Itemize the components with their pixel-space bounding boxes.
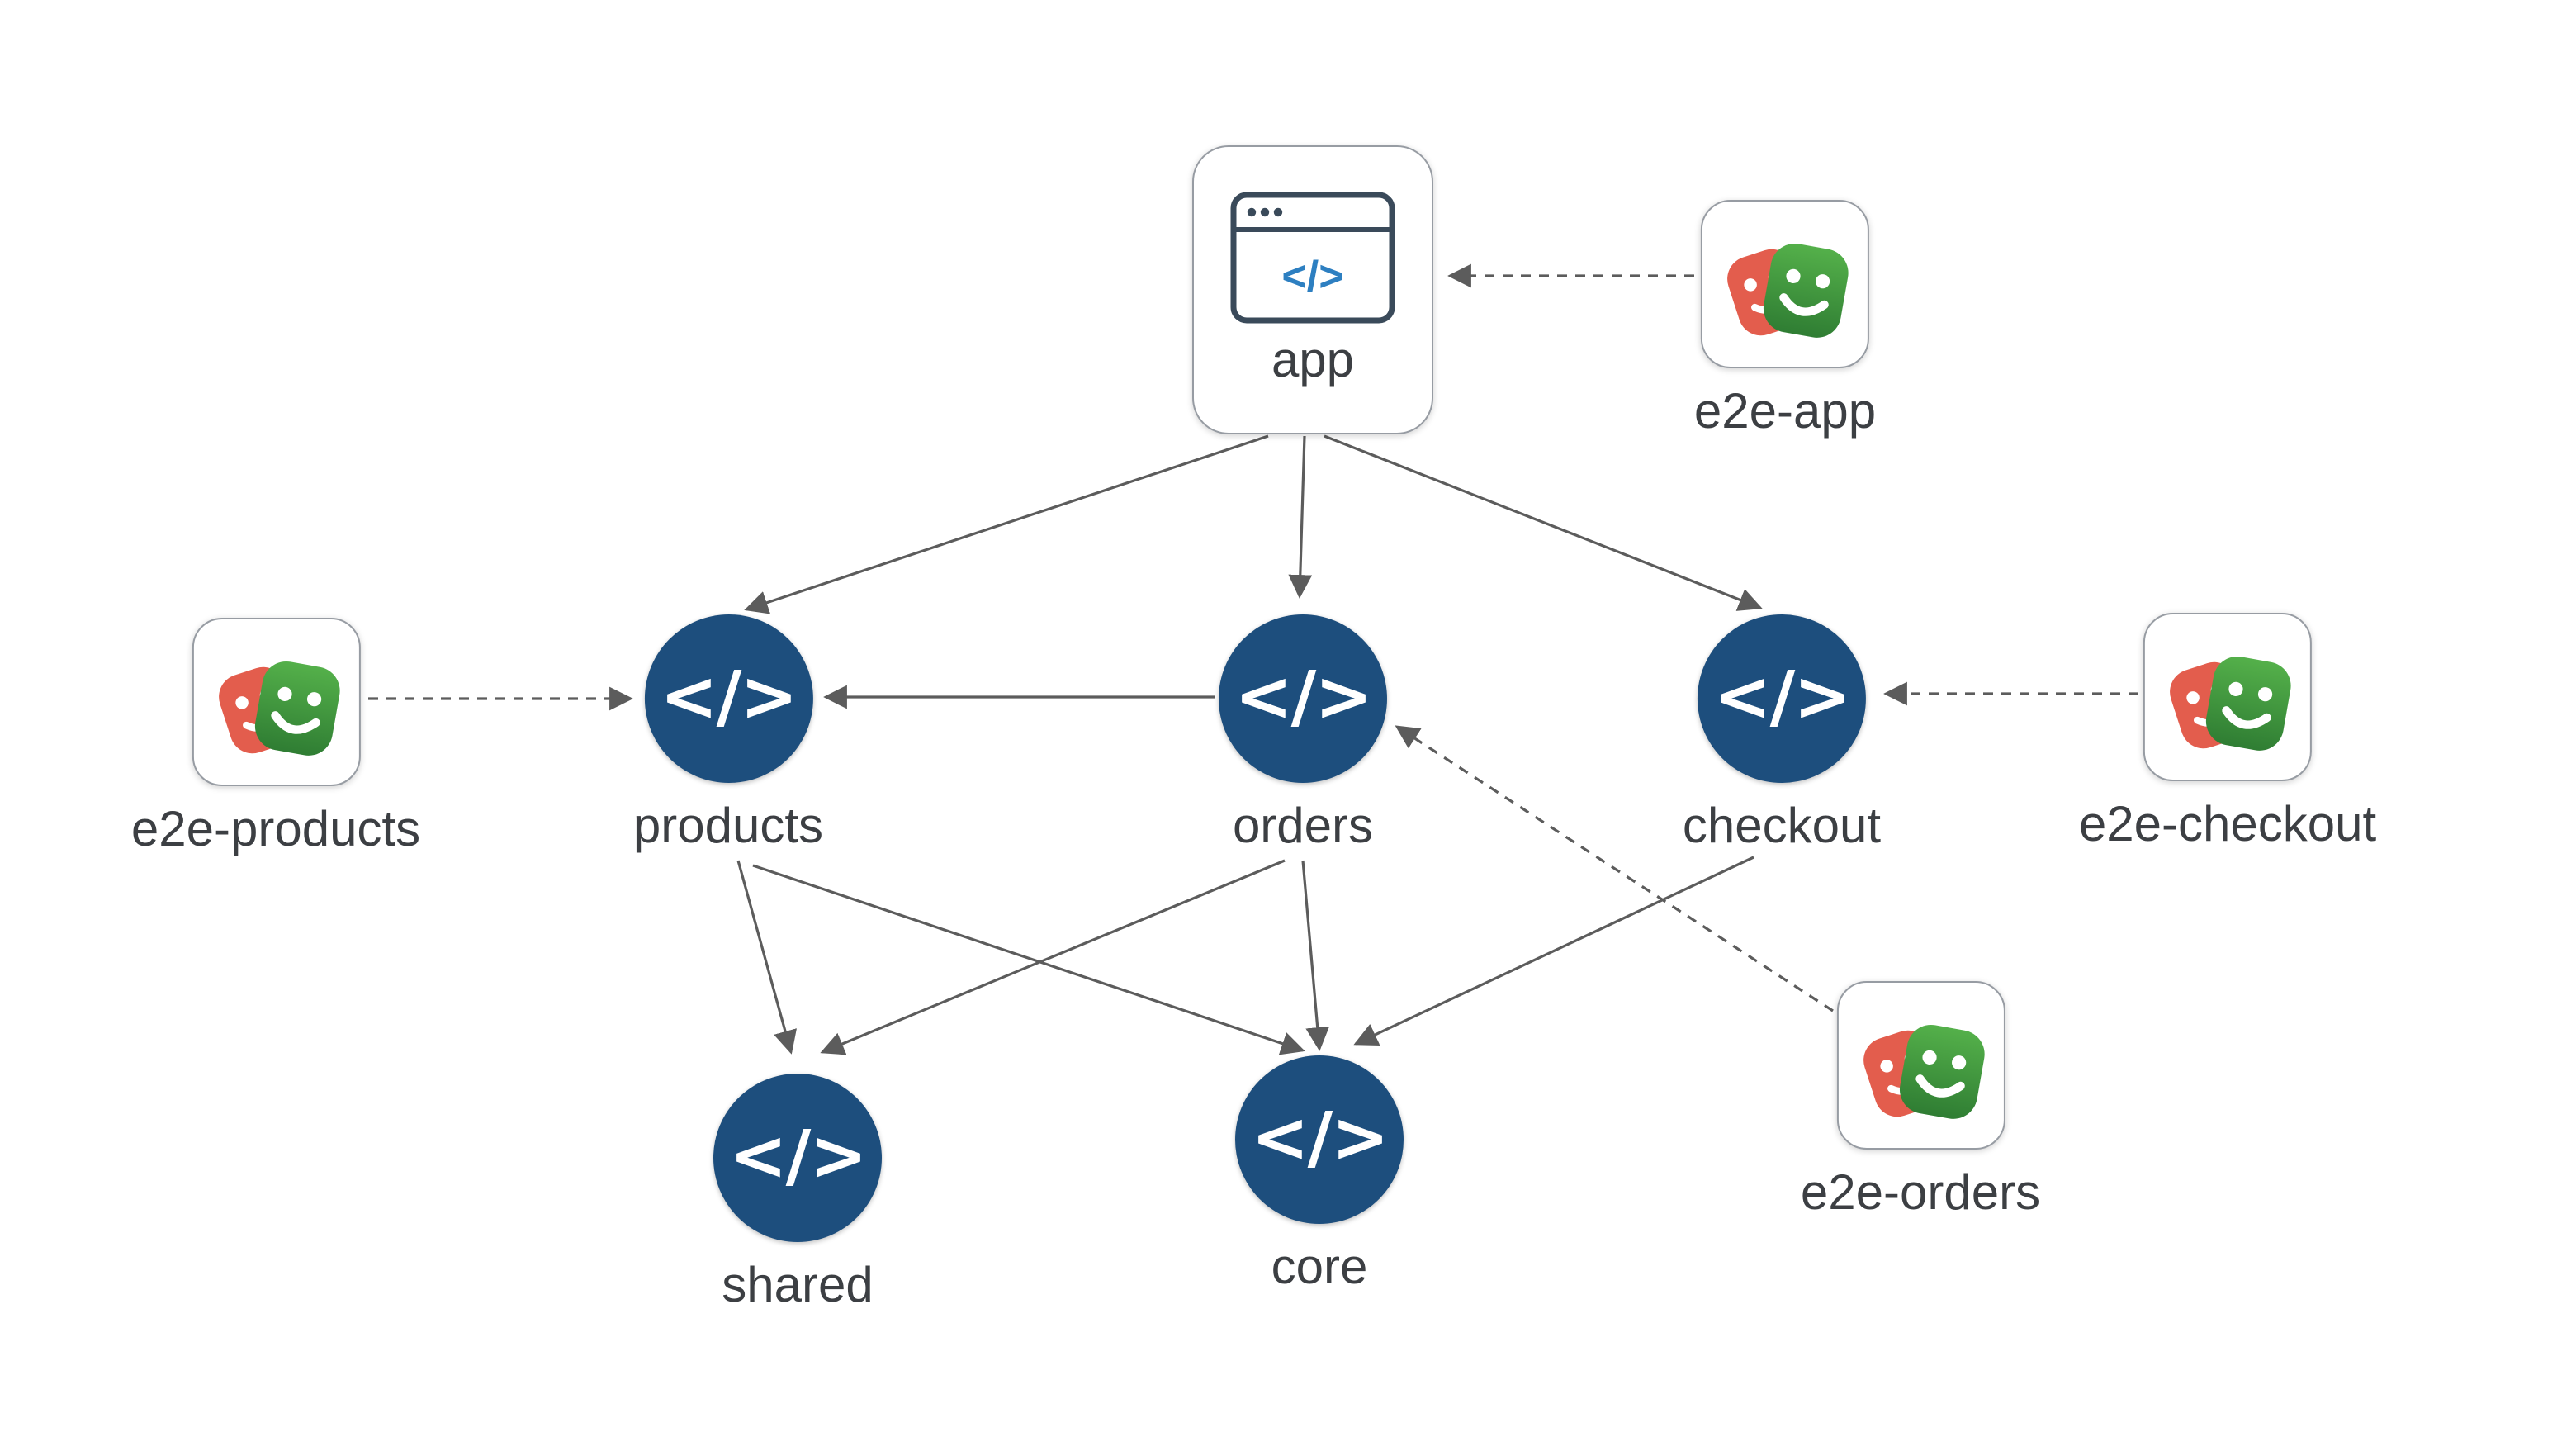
edge-orders-shared [820,859,1286,1055]
node-label: e2e-products [130,803,421,857]
edge-products-core [752,864,1305,1055]
e2e-card [1700,200,1869,368]
node-products[interactable]: </> products [633,614,823,854]
node-app[interactable]: </> app [1192,145,1433,434]
node-label: e2e-orders [1800,1166,2041,1221]
node-e2e-orders[interactable]: e2e-orders [1801,981,2040,1221]
library-circle: </> [643,614,812,783]
library-circle: </> [1235,1055,1404,1224]
library-circle: </> [1697,614,1866,783]
code-icon: </> [1234,655,1372,736]
code-icon: </> [1251,1096,1389,1177]
e2e-card [191,618,360,786]
node-core[interactable]: </> core [1235,1055,1404,1295]
node-label: products [632,799,824,854]
edge-checkout-core [1353,856,1754,1046]
edge-products-shared [736,860,797,1055]
playwright-masks-icon [2157,626,2299,768]
node-label: core [1271,1240,1368,1295]
node-e2e-checkout[interactable]: e2e-checkout [2079,613,2376,852]
app-card: </> app [1192,145,1433,434]
library-circle: </> [1219,614,1387,783]
browser-icon: </> [1230,192,1395,324]
edge-app-checkout [1324,434,1763,611]
edge-orders-core [1301,860,1330,1051]
e2e-card [1835,981,2005,1150]
node-label: checkout [1682,799,1882,854]
playwright-masks-icon [1849,994,1991,1136]
node-checkout[interactable]: </> checkout [1683,614,1881,854]
node-label: app [1271,334,1355,388]
node-label: e2e-app [1693,385,1877,439]
library-circle: </> [713,1074,882,1242]
code-icon: </> [1713,655,1851,736]
code-icon: </> [1281,253,1343,301]
edge-app-orders [1288,435,1313,599]
playwright-masks-icon [1714,213,1856,355]
node-label: shared [722,1259,874,1313]
node-label: e2e-checkout [2078,798,2377,852]
node-e2e-products[interactable]: e2e-products [131,618,420,857]
node-e2e-app[interactable]: e2e-app [1694,200,1876,439]
edge-app-products [744,434,1269,614]
node-shared[interactable]: </> shared [713,1074,882,1313]
node-orders[interactable]: </> orders [1219,614,1387,854]
node-label: orders [1232,799,1374,854]
e2e-card [2143,613,2312,781]
code-icon: </> [660,655,798,736]
playwright-masks-icon [205,631,347,773]
code-icon: </> [729,1114,867,1195]
